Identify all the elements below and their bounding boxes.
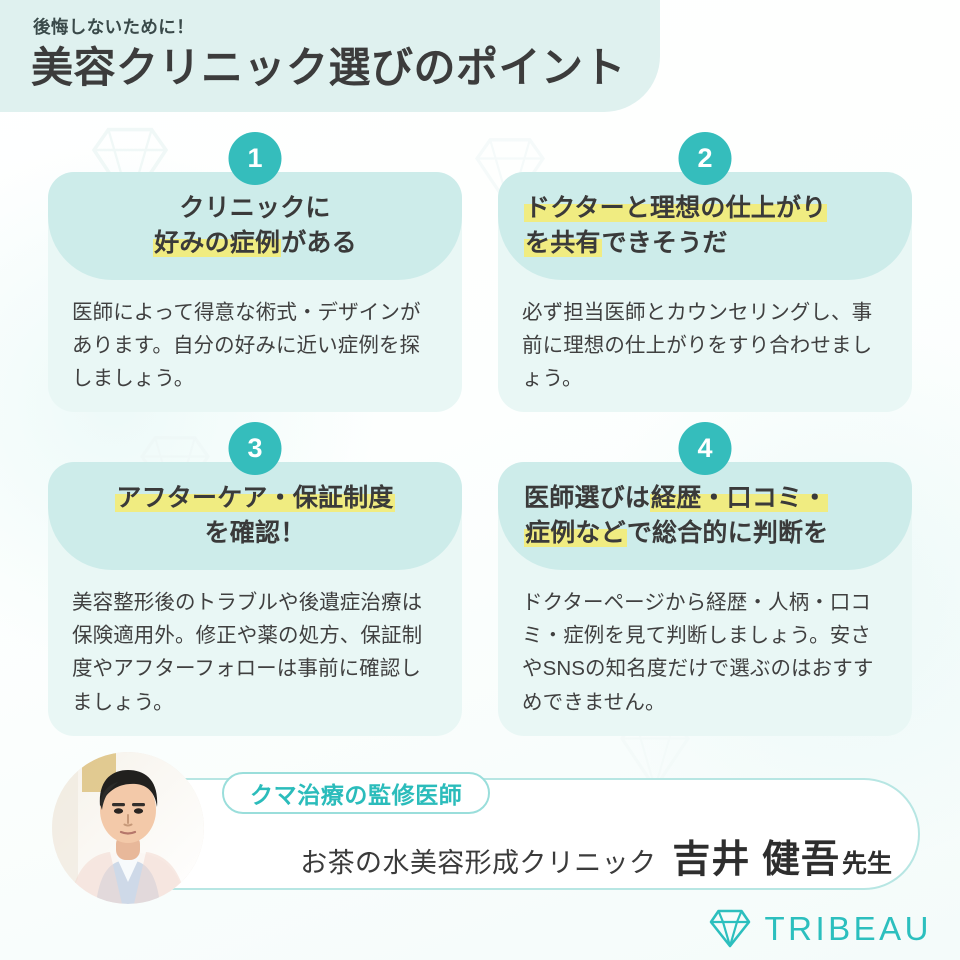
diamond-icon [710, 909, 751, 948]
card-body-text: 必ず担当医師とカウンセリングし、事前に理想の仕上がりをすり合わせましょう。 [522, 301, 873, 391]
title-phrase: 医師選びは [524, 483, 651, 512]
card-header: ドクターと理想の仕上がりを共有できそうだ [498, 172, 912, 280]
card-body-text: 美容整形後のトラブルや後遺症治療は保険適用外。修正や薬の処方、保証制度やアフター… [72, 591, 423, 714]
highlighted-phrase: 好みの症例 [153, 229, 282, 257]
point-card-4: 4 医師選びは経歴・口コミ・症例などで総合的に判断を ドクターページから経歴・人… [498, 422, 912, 736]
clinic-name: お茶の水美容形成クリニック [300, 848, 657, 878]
title-phrase: を確認！ [204, 519, 306, 547]
title-phrase: クリニックに [179, 193, 331, 222]
title-phrase: がある [281, 229, 357, 257]
header-band [0, 0, 660, 112]
point-number-badge: 3 [228, 422, 282, 475]
doctor-honorific: 先生 [841, 850, 892, 878]
card-header: 医師選びは経歴・口コミ・症例などで総合的に判断を [498, 462, 912, 570]
highlighted-phrase: を共有 [524, 229, 602, 257]
title-phrase: で総合的に判断を [626, 519, 829, 547]
highlighted-phrase: 症例など [524, 519, 627, 547]
title-phrase: できそうだ [601, 229, 728, 257]
point-number-badge: 4 [678, 422, 732, 475]
page-title: 美容クリニック選びのポイント [31, 44, 627, 91]
card-body: 美容整形後のトラブルや後遺症治療は保険適用外。修正や薬の処方、保証制度やアフター… [48, 570, 462, 719]
brand-name: TRIBEAU [764, 909, 932, 947]
doctor-avatar [52, 752, 204, 904]
highlighted-phrase: ドクターと理想の仕上がり [524, 193, 828, 222]
highlighted-phrase: 経歴・口コミ・ [650, 483, 829, 512]
card-title: アフターケア・保証制度を確認！ [48, 481, 462, 552]
point-card-3: 3 アフターケア・保証制度を確認！ 美容整形後のトラブルや後遺症治療は保険適用外… [48, 422, 462, 736]
card-body-text: ドクターページから経歴・人柄・口コミ・症例を見て判断しましょう。安さやSNSの知… [522, 591, 874, 714]
doctor-name-row: お茶の水美容形成クリニック 吉井 健吾 先生 [222, 828, 892, 888]
header-subtitle: 後悔しないために！ [33, 17, 195, 37]
highlighted-phrase: アフターケア・保証制度 [115, 483, 395, 512]
card-body: 医師によって得意な術式・デザインがあります。自分の好みに近い症例を探しましょう。 [48, 280, 462, 396]
card-title: 医師選びは経歴・口コミ・症例などで総合的に判断を [498, 481, 912, 552]
point-number-badge: 1 [228, 132, 282, 185]
card-body: ドクターページから経歴・人柄・口コミ・症例を見て判断しましょう。安さやSNSの知… [498, 570, 912, 719]
point-card-2: 2 ドクターと理想の仕上がりを共有できそうだ 必ず担当医師とカウンセリングし、事… [498, 132, 912, 412]
card-title: クリニックに好みの症例がある [48, 191, 462, 262]
card-header: クリニックに好みの症例がある [48, 172, 462, 280]
doctor-portrait-illustration [52, 752, 204, 904]
tribeau-logo: TRIBEAU [708, 908, 932, 948]
point-card-1: 1 クリニックに好みの症例がある 医師によって得意な術式・デザインがあります。自… [48, 132, 462, 412]
card-header: アフターケア・保証制度を確認！ [48, 462, 462, 570]
doctor-name: 吉井 健吾 [672, 839, 840, 881]
point-number-badge: 2 [678, 132, 732, 185]
card-title: ドクターと理想の仕上がりを共有できそうだ [498, 191, 912, 262]
card-body: 必ず担当医師とカウンセリングし、事前に理想の仕上がりをすり合わせましょう。 [498, 280, 912, 396]
card-body-text: 医師によって得意な術式・デザインがあります。自分の好みに近い症例を探しましょう。 [72, 301, 421, 391]
doctor-role-badge: クマ治療の監修医師 [222, 772, 491, 814]
